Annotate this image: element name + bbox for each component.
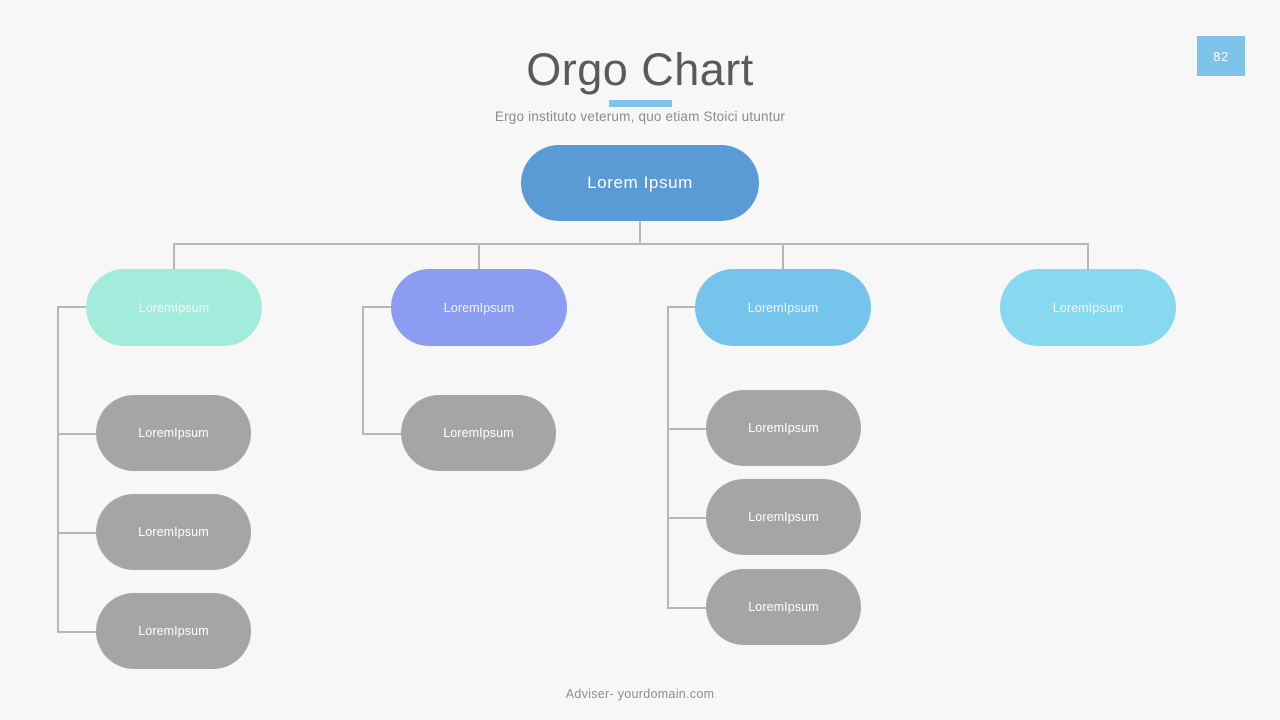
page-number-text: 82: [1213, 48, 1229, 64]
connector-root-stem: [639, 219, 641, 244]
org-node-branch-4[interactable]: LoremIpsum: [1000, 269, 1176, 346]
org-node-branch-3-child-3[interactable]: LoremIpsum: [706, 569, 861, 645]
page-number-badge: 82: [1197, 36, 1245, 76]
org-node-branch-1-child-2[interactable]: LoremIpsum: [96, 494, 251, 570]
footer-text: Adviser- yourdomain.com: [565, 687, 715, 701]
org-node-branch-1-child-3[interactable]: LoremIpsum: [96, 593, 251, 669]
org-node-branch-3-child-1-label: LoremIpsum: [748, 421, 819, 435]
org-node-root-label: Lorem Ipsum: [587, 173, 693, 192]
connector-stub-3-3: [667, 607, 711, 609]
org-node-branch-2-child-1-label: LoremIpsum: [443, 426, 514, 440]
page-title: Orgo Chart: [526, 44, 754, 95]
org-node-branch-2-label: LoremIpsum: [443, 300, 515, 315]
connector-bus: [173, 243, 1089, 245]
title-accent-bar: [609, 100, 672, 107]
org-node-branch-2-child-1[interactable]: LoremIpsum: [401, 395, 556, 471]
org-node-branch-3-child-3-label: LoremIpsum: [748, 600, 819, 614]
org-node-root[interactable]: Lorem Ipsum: [521, 145, 759, 221]
connector-stub-1-2: [57, 532, 101, 534]
connector-stub-2-1: [362, 433, 406, 435]
org-node-branch-1-child-1[interactable]: LoremIpsum: [96, 395, 251, 471]
connector-drop-4: [1087, 243, 1089, 269]
connector-stub-3-1: [667, 428, 711, 430]
org-node-branch-1-child-1-label: LoremIpsum: [138, 426, 209, 440]
org-node-branch-1-child-3-label: LoremIpsum: [138, 624, 209, 638]
org-node-branch-3-child-2-label: LoremIpsum: [748, 510, 819, 524]
connector-drop-3: [782, 243, 784, 269]
connector-spine-3: [667, 306, 669, 608]
page-subtitle: Ergo instituto veterum, quo etiam Stoici…: [494, 109, 786, 124]
connector-drop-2: [478, 243, 480, 269]
org-node-branch-2[interactable]: LoremIpsum: [391, 269, 567, 346]
org-node-branch-1-label: LoremIpsum: [138, 300, 210, 315]
org-node-branch-3-child-1[interactable]: LoremIpsum: [706, 390, 861, 466]
connector-stub-3-2: [667, 517, 711, 519]
connector-stub-1-head: [57, 306, 91, 308]
connector-spine-1: [57, 306, 59, 632]
org-node-branch-3-label: LoremIpsum: [747, 300, 819, 315]
org-node-branch-3[interactable]: LoremIpsum: [695, 269, 871, 346]
connector-stub-2-head: [362, 306, 396, 308]
org-node-branch-3-child-2[interactable]: LoremIpsum: [706, 479, 861, 555]
org-node-branch-4-label: LoremIpsum: [1052, 300, 1124, 315]
connector-stub-1-3: [57, 631, 101, 633]
connector-stub-1-1: [57, 433, 101, 435]
org-node-branch-1-child-2-label: LoremIpsum: [138, 525, 209, 539]
connector-stub-3-head: [667, 306, 701, 308]
org-node-branch-1[interactable]: LoremIpsum: [86, 269, 262, 346]
connector-drop-1: [173, 243, 175, 269]
connector-spine-2: [362, 306, 364, 434]
